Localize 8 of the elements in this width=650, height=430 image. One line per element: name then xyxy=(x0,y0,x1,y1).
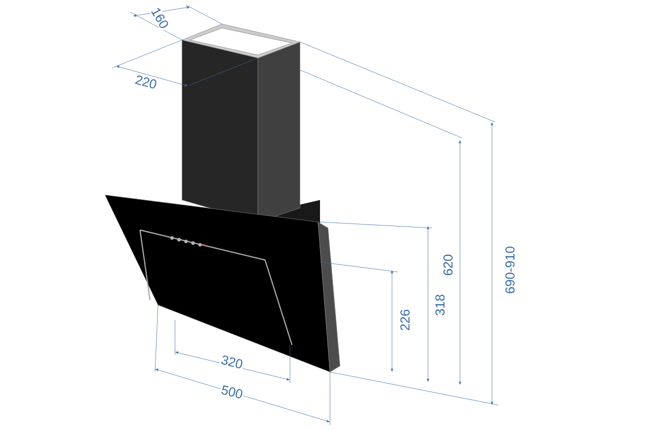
dimension-label: 318 xyxy=(434,293,446,317)
dimension-label: 620 xyxy=(442,253,454,277)
dimension-label: 220 xyxy=(133,74,159,90)
dimension-label: 320 xyxy=(219,354,245,370)
dimension-label: 690-910 xyxy=(504,245,516,295)
dimension-label: 160 xyxy=(149,4,171,32)
dimension-label: 500 xyxy=(219,384,245,400)
dimension-label: 226 xyxy=(399,308,411,332)
